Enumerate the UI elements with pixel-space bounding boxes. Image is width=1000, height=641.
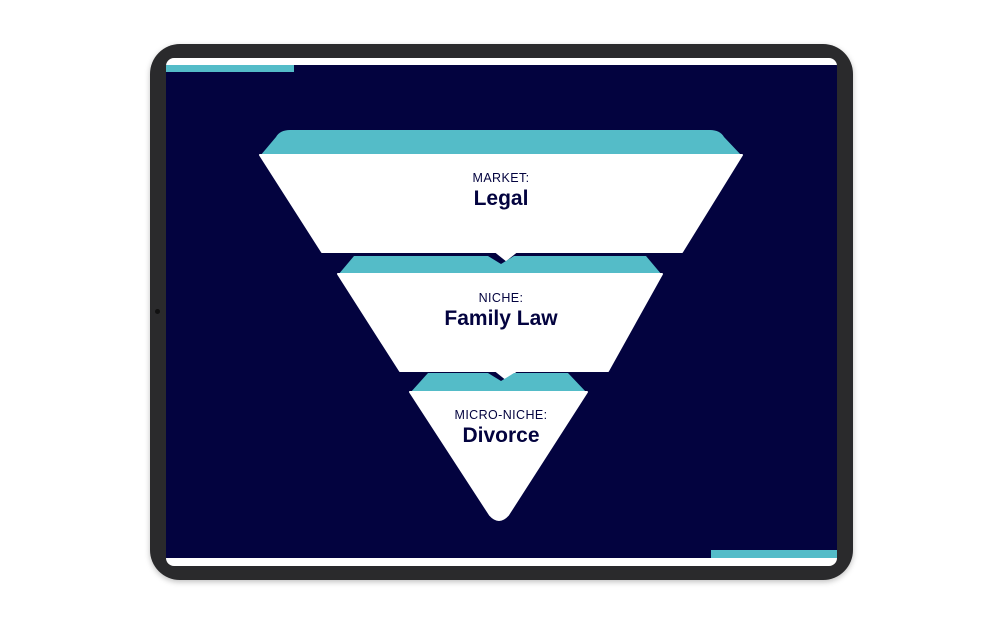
tablet-frame: MARKET: Legal NICHE: Family Law MICRO-NI… — [150, 44, 853, 580]
slide: MARKET: Legal NICHE: Family Law MICRO-NI… — [166, 65, 837, 558]
tier-micro-niche-value: Divorce — [462, 424, 540, 447]
tier-micro-niche-label: MICRO-NICHE: Divorce — [351, 407, 651, 449]
accent-bar-top — [166, 65, 294, 72]
tier-market-label: MARKET: Legal — [351, 170, 651, 212]
tier-micro-niche-body — [409, 391, 588, 521]
tier-niche-top-band — [338, 256, 662, 275]
tablet-screen: MARKET: Legal NICHE: Family Law MICRO-NI… — [166, 58, 837, 566]
tier-niche-kicker: NICHE: — [478, 291, 524, 305]
funnel-tier-micro-niche — [409, 373, 588, 521]
tier-micro-niche-top-band — [410, 373, 587, 393]
accent-bar-bottom — [711, 550, 837, 558]
funnel-tier-market — [259, 130, 743, 261]
tier-market-value: Legal — [473, 187, 529, 210]
tier-niche-label: NICHE: Family Law — [351, 290, 651, 332]
tier-niche-value: Family Law — [444, 307, 558, 330]
tier-market-body — [259, 154, 743, 261]
tier-micro-niche-kicker: MICRO-NICHE: — [454, 408, 548, 422]
tier-market-top-band — [260, 130, 742, 156]
funnel-diagram — [259, 130, 743, 521]
camera-dot — [155, 309, 160, 314]
funnel-tier-niche — [337, 256, 663, 380]
tier-market-kicker: MARKET: — [472, 171, 530, 185]
